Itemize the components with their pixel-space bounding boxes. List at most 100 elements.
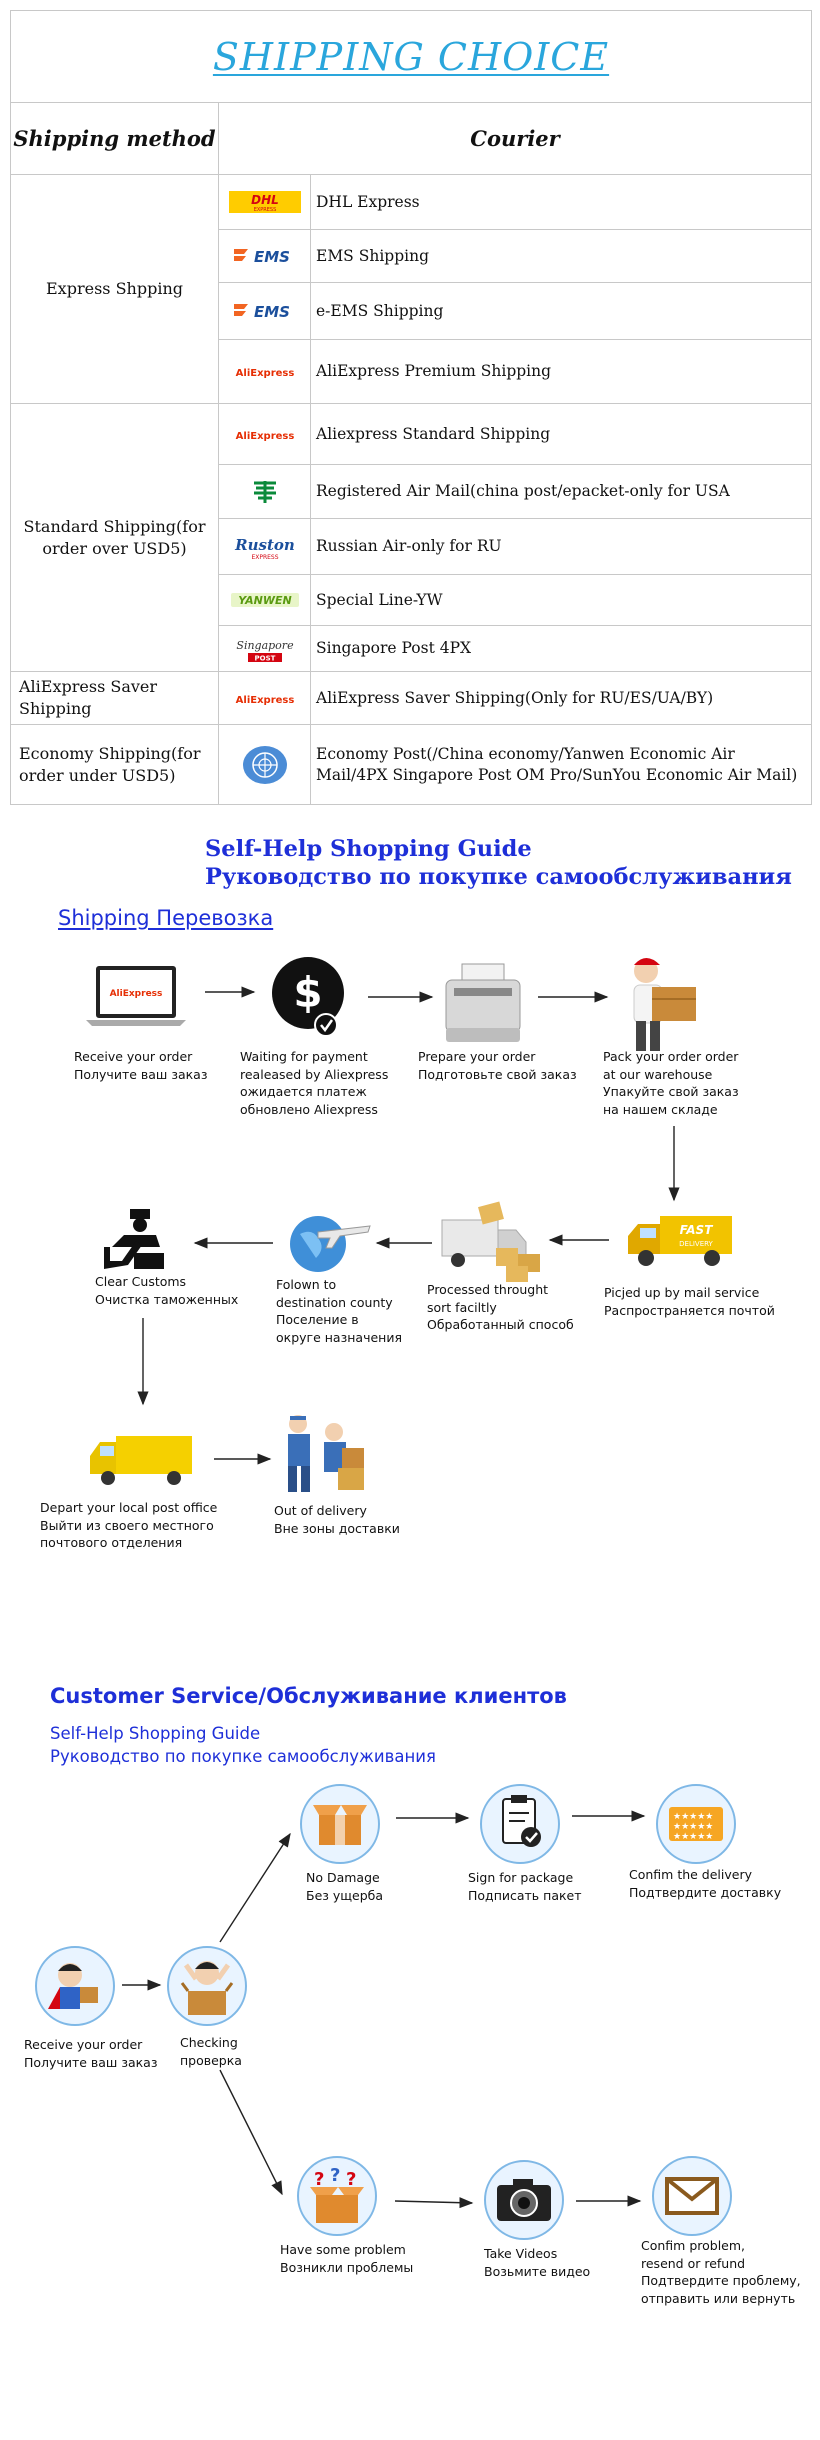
- delivery-man-icon: [633, 958, 696, 1051]
- svg-text:★★★★★: ★★★★★: [673, 1832, 713, 1842]
- aliexpress-logo-icon: AliExpress: [235, 431, 294, 442]
- method-standard: Standard Shipping(for order over USD5): [10, 403, 219, 672]
- logo-cell: AliExpress: [218, 671, 311, 725]
- svg-text:AliExpress: AliExpress: [235, 431, 294, 442]
- intact-box-icon: [300, 1784, 380, 1864]
- service-sub-ru: Руководство по покупке самообслуживания: [50, 1747, 436, 1766]
- un-globe-icon: [242, 745, 287, 784]
- svg-text:AliExpress: AliExpress: [235, 695, 294, 706]
- logo-cell: EMS: [218, 229, 311, 283]
- aliexpress-logo-icon: AliExpress: [235, 695, 294, 706]
- courier-name: Economy Post(/China economy/Yanwen Econo…: [310, 724, 812, 805]
- customs-officer-icon: [104, 1209, 164, 1269]
- svg-text:EXPRESS: EXPRESS: [251, 554, 278, 561]
- svg-text:YANWEN: YANWEN: [238, 594, 292, 607]
- courier-name: Singapore Post 4PX: [310, 625, 812, 672]
- svg-text:DHL: DHL: [251, 193, 279, 207]
- superhero-checking-icon: [167, 1946, 247, 2026]
- svg-text:DELIVERY: DELIVERY: [679, 1240, 713, 1248]
- superhero-receive-icon: [35, 1946, 115, 2026]
- svg-text:?: ?: [346, 2169, 356, 2190]
- sign-clipboard-icon: [480, 1784, 560, 1864]
- delivery-workers-icon: [288, 1415, 364, 1492]
- logo-cell: Singapore POST: [218, 625, 311, 672]
- envelope-icon: [652, 2156, 732, 2236]
- courier-name: Registered Air Mail(china post/epacket-o…: [310, 464, 812, 519]
- svg-text:Singapore: Singapore: [236, 639, 294, 652]
- svg-text:FAST: FAST: [680, 1223, 714, 1237]
- method-economy: Economy Shipping(for order under USD5): [10, 724, 219, 805]
- logo-cell: AliExpress: [218, 339, 311, 404]
- method-express: Express Shpping: [10, 174, 219, 404]
- svg-text:★★★★★: ★★★★★: [673, 1812, 713, 1822]
- svg-text:★★★★★: ★★★★★: [673, 1822, 713, 1832]
- courier-name: AliExpress Premium Shipping: [310, 339, 812, 404]
- singapore-post-logo-icon: Singapore POST: [236, 639, 294, 663]
- payment-dollar-icon: $: [272, 957, 344, 1037]
- five-stars-icon: ★★★★★★★★★★★★★★★: [656, 1784, 736, 1864]
- yanwen-logo-icon: YANWEN: [230, 593, 299, 607]
- svg-text:EXPRESS: EXPRESS: [253, 207, 276, 213]
- logo-cell: EMS: [218, 282, 311, 340]
- logo-cell: AliExpress: [218, 403, 311, 465]
- globe-airplane-icon: [290, 1216, 371, 1272]
- ruston-logo-icon: Ruston EXPRESS: [234, 536, 295, 561]
- guide-title-en: Self-Help Shopping Guide: [205, 836, 532, 862]
- dhl-logo-icon: DHL EXPRESS: [228, 191, 301, 213]
- guide-title-ru: Руководство по покупке самообслуживания: [205, 864, 792, 890]
- printer-icon: [445, 963, 521, 1042]
- courier-name: e-EMS Shipping: [310, 282, 812, 340]
- svg-text:AliExpress: AliExpress: [110, 989, 163, 999]
- aliexpress-logo-icon: AliExpress: [235, 368, 294, 379]
- courier-name: DHL Express: [310, 174, 812, 230]
- table-title: SHIPPING CHOICE: [212, 34, 610, 79]
- camera-icon: [484, 2160, 564, 2240]
- courier-name: Special Line-YW: [310, 574, 812, 626]
- question-box-icon: ? ? ?: [297, 2156, 377, 2236]
- svg-text:?: ?: [314, 2169, 324, 2190]
- sorting-truck-icon: [441, 1201, 540, 1282]
- header-shipping-method: Shipping method: [10, 102, 219, 175]
- shipping-heading: Shipping Перевозка: [58, 906, 274, 930]
- courier-name: Russian Air-only for RU: [310, 518, 812, 575]
- logo-cell: DHL EXPRESS: [218, 174, 311, 230]
- method-saver: AliExpress Saver Shipping: [10, 671, 219, 725]
- ems-logo-icon: EMS: [233, 248, 289, 266]
- logo-cell: Ruston EXPRESS: [218, 518, 311, 575]
- service-title: Customer Service/Обслуживание клиентов: [50, 1684, 567, 1708]
- courier-name: AliExpress Saver Shipping(Only for RU/ES…: [310, 671, 812, 725]
- svg-text:?: ?: [330, 2165, 340, 2186]
- svg-text:AliExpress: AliExpress: [235, 368, 294, 379]
- svg-text:POST: POST: [254, 654, 275, 662]
- arrow: [219, 2069, 283, 2196]
- arrow: [219, 1832, 291, 1943]
- courier-name: EMS Shipping: [310, 229, 812, 283]
- shipping-choice-table: SHIPPING CHOICE Shipping method Courier …: [10, 10, 812, 805]
- logo-cell: [218, 724, 311, 805]
- ems-logo-icon: EMS: [233, 303, 290, 321]
- table-title-cell: SHIPPING CHOICE: [10, 10, 812, 103]
- logo-cell: [218, 464, 311, 519]
- svg-text:$: $: [293, 968, 322, 1017]
- china-post-logo-icon: [253, 480, 276, 503]
- svg-text:EMS: EMS: [254, 303, 290, 321]
- header-courier: Courier: [218, 102, 812, 175]
- svg-text:Ruston: Ruston: [234, 536, 295, 554]
